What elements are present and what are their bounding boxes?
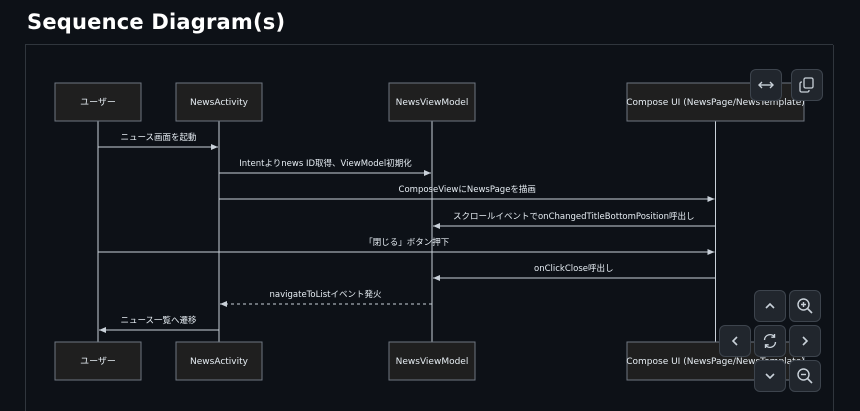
participant-label: NewsViewModel: [396, 357, 469, 367]
message-3: ComposeViewにNewsPageを描画: [219, 184, 715, 202]
message-2: Intentよりnews ID取得、ViewModel初期化: [219, 158, 431, 176]
message-label: 「閉じる」ボタン押下: [364, 237, 450, 248]
reset-view-button[interactable]: [754, 325, 786, 357]
chevron-right-icon: [802, 336, 809, 346]
pan-left-button[interactable]: [719, 325, 751, 357]
message-5: 「閉じる」ボタン押下: [98, 237, 715, 255]
participant-label: NewsActivity: [190, 98, 249, 108]
refresh-icon: [763, 333, 777, 349]
expand-button[interactable]: [750, 69, 782, 101]
participant-box: [54, 82, 142, 122]
participant-user-top: ユーザー: [54, 82, 142, 122]
participant-box: [175, 341, 263, 381]
copy-button[interactable]: [791, 69, 823, 101]
zoom-in-icon: [797, 298, 813, 314]
section-title: Sequence Diagram(s): [27, 10, 286, 34]
message-label: Intentよりnews ID取得、ViewModel初期化: [239, 158, 412, 169]
chevron-down-icon: [765, 373, 775, 380]
participant-box: [175, 82, 263, 122]
zoom-out-button[interactable]: [789, 360, 821, 392]
participant-label: ユーザー: [80, 97, 116, 108]
pan-down-button[interactable]: [754, 360, 786, 392]
message-label: ニュース画面を起動: [120, 132, 196, 143]
pan-right-button[interactable]: [789, 325, 821, 357]
participant-box: [54, 341, 142, 381]
chevron-up-icon: [765, 302, 775, 309]
participant-activity-bottom: NewsActivity: [175, 341, 263, 381]
participant-label: NewsViewModel: [396, 98, 469, 108]
participant-viewmodel-bottom: NewsViewModel: [388, 341, 476, 381]
zoom-in-button[interactable]: [789, 290, 821, 322]
title-divider: [25, 44, 833, 45]
participant-label: Compose UI (NewsPage/NewsTemplate): [626, 357, 805, 367]
copy-icon: [799, 77, 814, 93]
message-label: ComposeViewにNewsPageを描画: [399, 184, 536, 195]
message-label: スクロールイベントでonChangedTitleBottomPosition呼出…: [453, 211, 695, 222]
chevron-left-icon: [731, 336, 738, 346]
diagram-frame: [25, 45, 834, 411]
message-7: navigateToListイベント発火: [220, 290, 432, 307]
message-4: スクロールイベントでonChangedTitleBottomPosition呼出…: [433, 211, 716, 229]
participant-viewmodel-top: NewsViewModel: [388, 82, 476, 122]
message-6: onClickClose呼出し: [433, 263, 716, 281]
message-1: ニュース画面を起動: [98, 132, 218, 150]
participant-user-bottom: ユーザー: [54, 341, 142, 381]
participant-box: [388, 341, 476, 381]
message-label: navigateToListイベント発火: [270, 290, 382, 300]
participant-label: ユーザー: [80, 356, 116, 367]
horizontal-arrows-icon: [758, 81, 774, 89]
participant-label: NewsActivity: [190, 357, 249, 367]
zoom-out-icon: [797, 368, 813, 384]
pan-up-button[interactable]: [754, 290, 786, 322]
participant-label: Compose UI (NewsPage/NewsTemplate): [626, 98, 805, 108]
message-8: ニュース一覧へ遷移: [99, 315, 219, 333]
message-label: ニュース一覧へ遷移: [120, 315, 197, 326]
participant-box: [388, 82, 476, 122]
participant-activity-top: NewsActivity: [175, 82, 263, 122]
message-label: onClickClose呼出し: [534, 263, 614, 274]
